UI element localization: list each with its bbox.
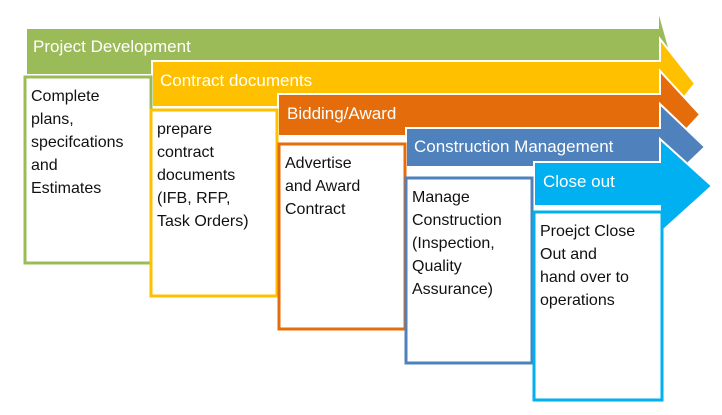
stage-description-construction-management: Manage Construction (Inspection, Quality…: [412, 189, 502, 298]
stage-title-contract-documents: Contract documents: [160, 71, 313, 90]
box-bidding-award: [277, 142, 407, 331]
box-close-out: [532, 210, 664, 402]
stage-description-bidding-award: Advertise and Award Contract: [285, 155, 361, 218]
box-contract-documents: [149, 108, 279, 298]
stage-description-project-development: Complete plans, specifcations and Estima…: [31, 88, 124, 197]
stage-title-construction-management: Construction Management: [414, 137, 614, 156]
stage-description-close-out: Proejct Close Out and hand over to opera…: [540, 223, 636, 309]
stage-title-close-out: Close out: [543, 172, 615, 191]
arrow-close-out: [533, 136, 714, 236]
stage-title-project-development: Project Development: [33, 37, 191, 56]
box-construction-management: [404, 176, 534, 365]
stage-description-contract-documents: prepare contract documents (IFB, RFP, Ta…: [157, 121, 249, 230]
stage-title-bidding-award: Bidding/Award: [287, 104, 397, 123]
